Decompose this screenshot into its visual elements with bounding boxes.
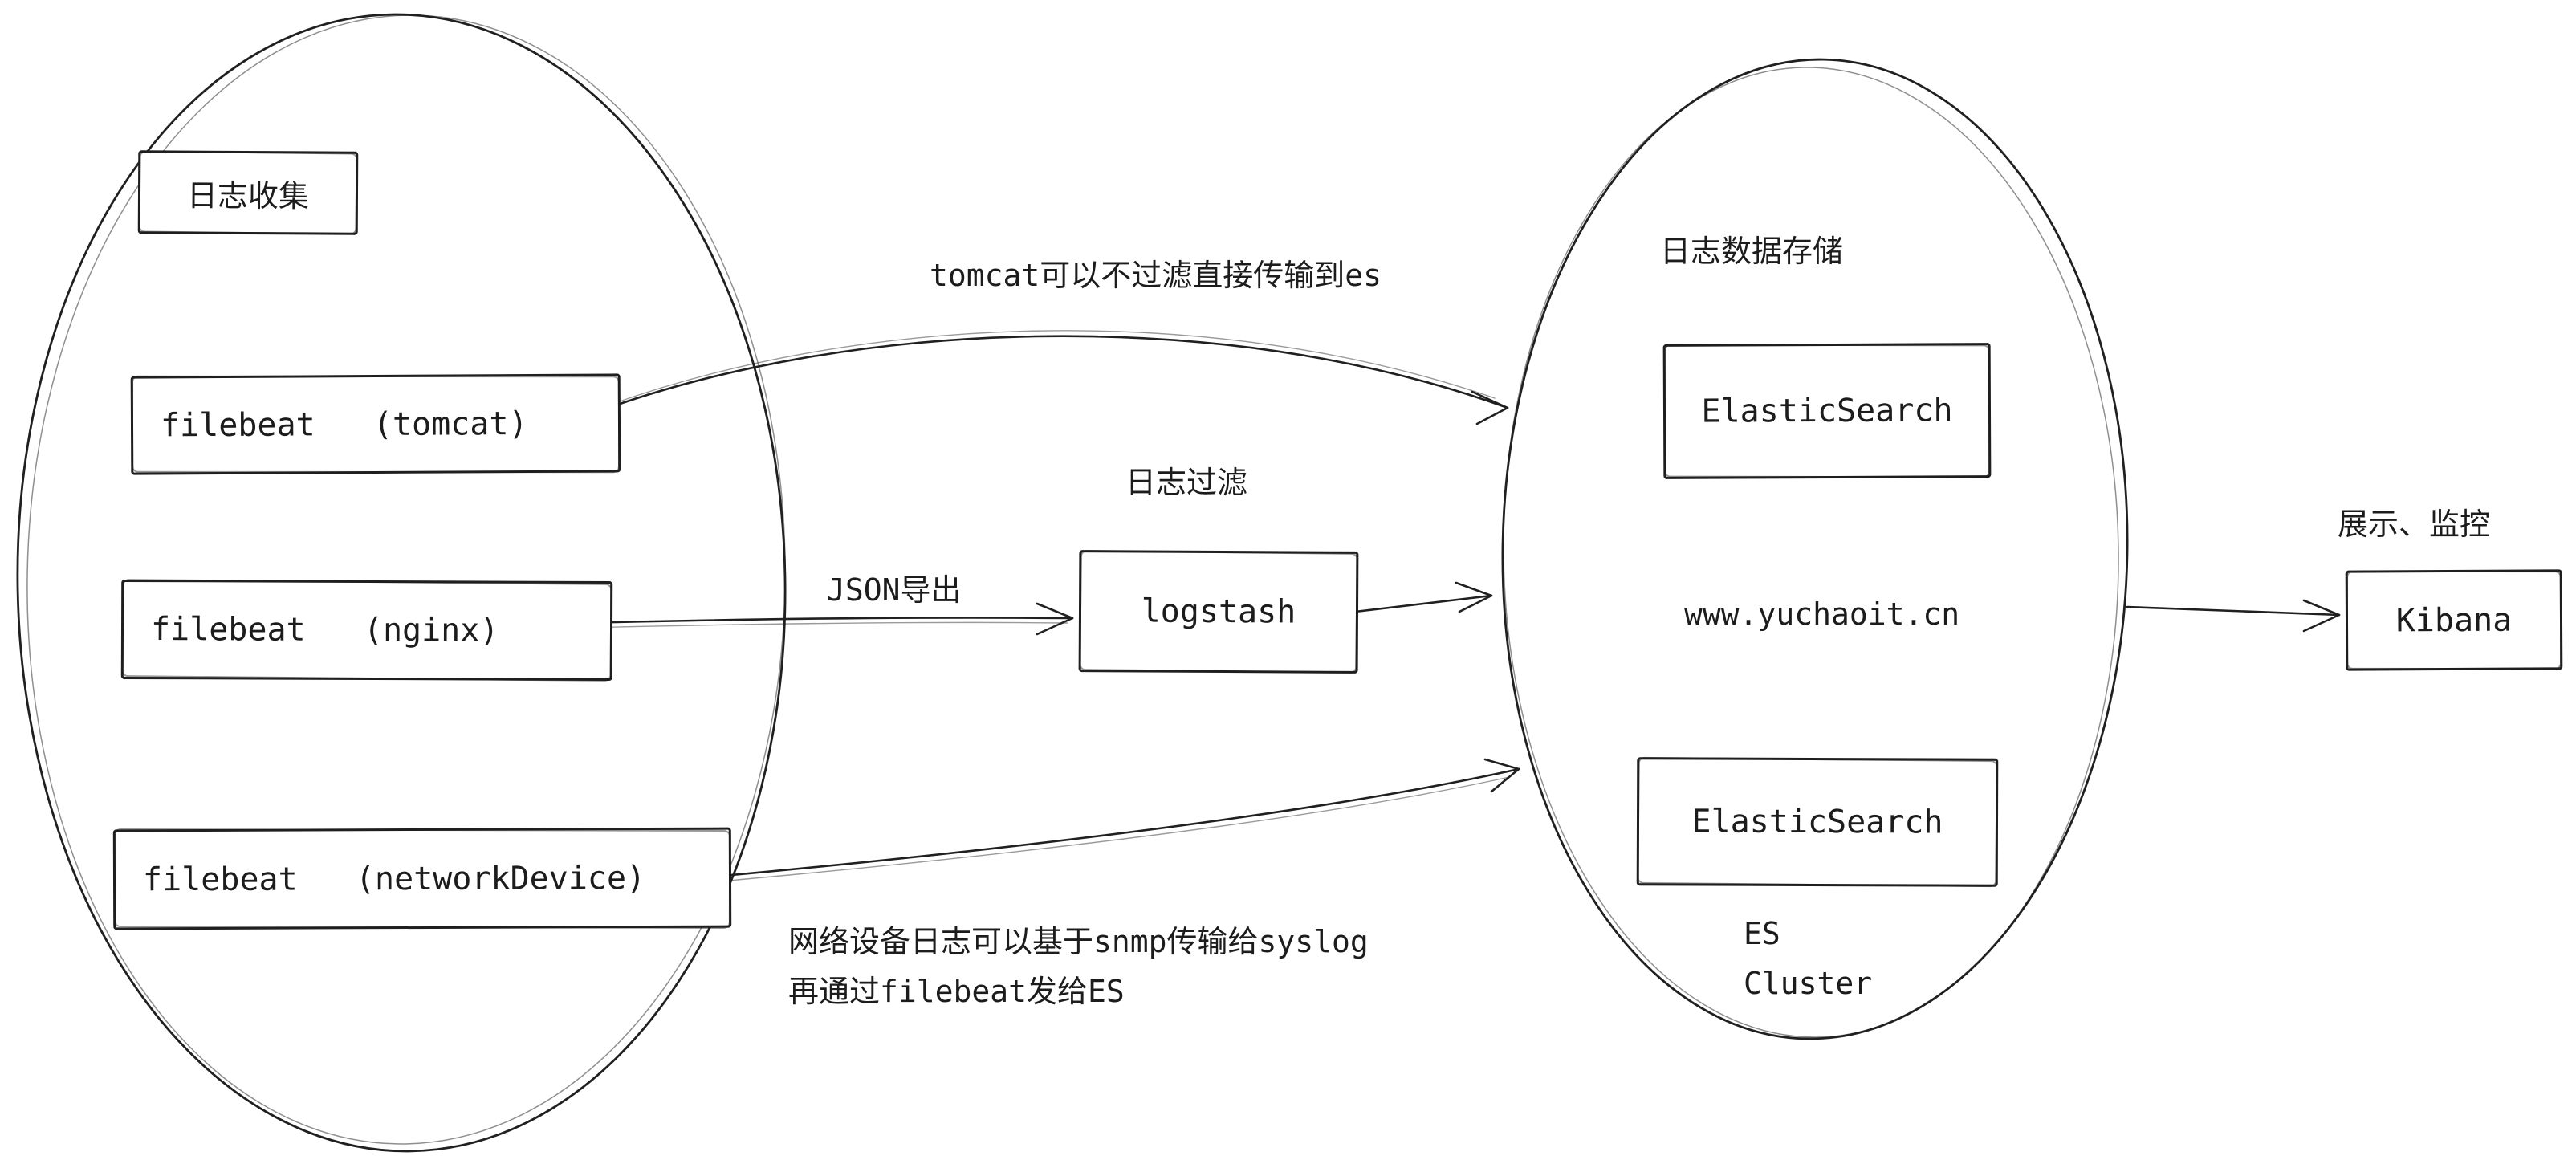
arrow-networkdevice-to-storage xyxy=(695,758,1520,884)
node-elasticsearch-top: ElasticSearch xyxy=(1662,343,1992,479)
storage-site-label: www.yuchaoit.cn xyxy=(1684,596,1960,632)
arrow-logstash-to-storage xyxy=(1353,581,1493,613)
node-kibana: Kibana xyxy=(2345,569,2563,671)
storage-title: 日志数据存储 xyxy=(1660,234,1844,269)
arrow-storage-to-kibana xyxy=(2126,599,2341,633)
note-snmp-line1: 网络设备日志可以基于snmp传输给syslog xyxy=(788,924,1369,959)
arrow-tomcat-to-es xyxy=(589,330,1509,425)
node-filebeat-nginx: filebeat (nginx) xyxy=(120,579,613,682)
collection-title: 日志收集 xyxy=(186,177,310,214)
node-filebeat-tomcat-label: filebeat (tomcat) xyxy=(160,405,528,444)
es-cluster-label: ES Cluster xyxy=(1744,916,1873,1001)
arrow-nginx-to-logstash xyxy=(580,602,1074,636)
note-snmp-line2: 再通过filebeat发给ES xyxy=(788,974,1125,1009)
node-filebeat-networkdevice-label: filebeat (networkDevice) xyxy=(142,859,646,898)
node-filebeat-networkdevice: filebeat (networkDevice) xyxy=(112,827,732,930)
display-title: 展示、监控 xyxy=(2338,507,2491,542)
filter-title: 日志过滤 xyxy=(1125,465,1248,500)
node-logstash: logstash xyxy=(1078,550,1359,674)
storage-ellipse xyxy=(1501,58,2129,1040)
node-logstash-label: logstash xyxy=(1141,592,1296,631)
node-elasticsearch-bottom-label: ElasticSearch xyxy=(1691,803,1943,841)
collection-title-box: 日志收集 xyxy=(137,150,359,235)
log-collection-ellipse xyxy=(16,13,787,1153)
note-tomcat-direct: tomcat可以不过滤直接传输到es xyxy=(930,258,1382,293)
node-filebeat-tomcat: filebeat (tomcat) xyxy=(130,373,621,475)
node-elasticsearch-top-label: ElasticSearch xyxy=(1701,392,1953,430)
node-kibana-label: Kibana xyxy=(2395,601,2513,639)
node-filebeat-nginx-label: filebeat (nginx) xyxy=(150,611,499,649)
node-elasticsearch-bottom: ElasticSearch xyxy=(1636,757,1999,887)
note-json-export: JSON导出 xyxy=(827,572,962,608)
